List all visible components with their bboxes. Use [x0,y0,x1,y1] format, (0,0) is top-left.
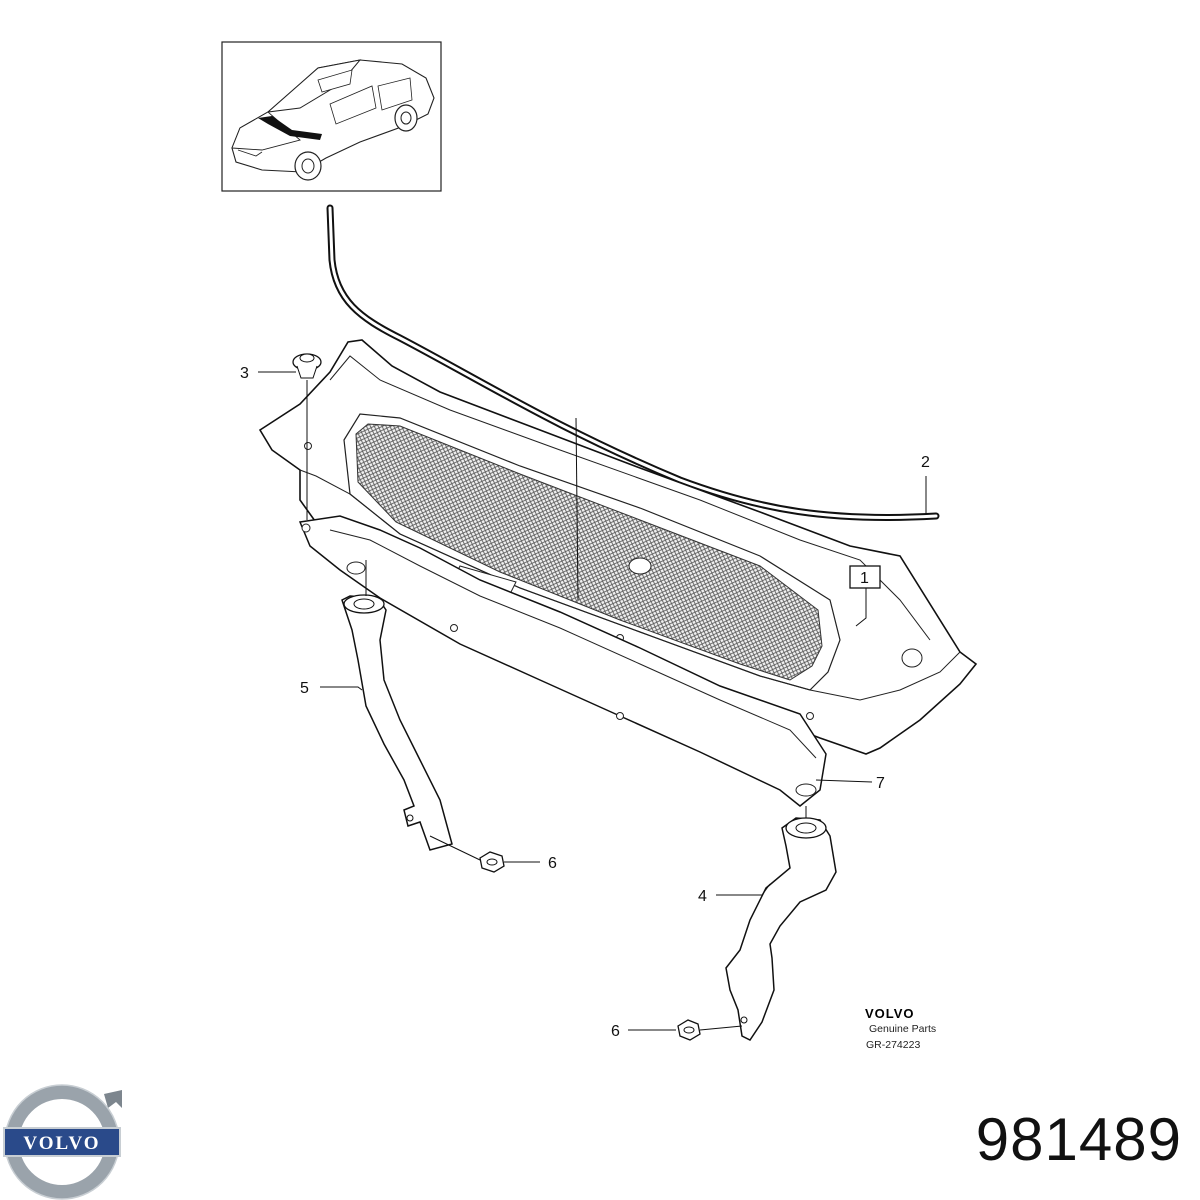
drain-hose-part-4 [725,806,837,1041]
callout-2: 2 [921,454,930,471]
callout-6-upper: 6 [548,855,557,872]
callout-6-lower: 6 [611,1023,620,1040]
leader-lines [258,371,927,1031]
clip-part-3 [292,353,322,520]
callout-4: 4 [698,888,707,905]
footer-genuine: Genuine Parts [869,1023,936,1035]
callout-1: 1 [860,570,869,587]
callout-7: 7 [876,775,885,792]
callout-5: 5 [300,680,309,697]
part-number: 981489 [975,1106,1182,1173]
callout-box-1 [849,565,881,589]
nut-part-6-upper [479,851,505,873]
callout-3: 3 [240,365,249,382]
cowl-panel-part-1 [258,339,978,755]
drain-hose-part-5 [341,560,453,851]
footer-drawing-ref: GR-274223 [866,1039,920,1051]
drain-channel-part-7 [298,515,827,807]
nut-part-6-lower [677,1019,701,1041]
vehicle-location-inset [221,41,442,192]
logo-wordmark: VOLVO [23,1133,100,1154]
volvo-logo: VOLVO [3,1084,122,1200]
seal-strip-part-2 [326,204,940,521]
footer-brand: VOLVO [865,1006,915,1021]
